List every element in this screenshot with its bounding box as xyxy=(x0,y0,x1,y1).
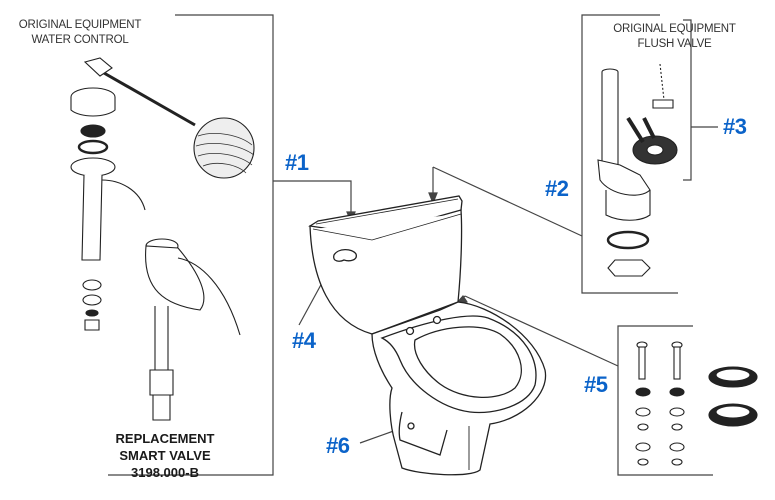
flush-valve-label-line2: FLUSH VALVE xyxy=(637,38,712,50)
water-control-label-line2: WATER CONTROL xyxy=(31,34,129,46)
flush-valve-parts xyxy=(597,63,678,277)
bolt-kit-parts xyxy=(635,341,758,466)
flush-valve-label-line1: ORIGINAL EQUIPMENT xyxy=(613,23,736,35)
flapper-bracket xyxy=(683,19,692,181)
callout-1[interactable]: #1 xyxy=(285,150,309,175)
callout-4[interactable]: #4 xyxy=(292,328,316,353)
water-control-label-line1: ORIGINAL EQUIPMENT xyxy=(18,19,142,31)
callout-3[interactable]: #3 xyxy=(723,114,747,139)
callout-6[interactable]: #6 xyxy=(326,433,350,458)
replacement-label-line1: REPLACEMENT xyxy=(115,431,215,446)
callout-5[interactable]: #5 xyxy=(584,372,608,397)
replacement-label-line2: SMART VALVE xyxy=(119,448,211,463)
flush-valve-label: ORIGINAL EQUIPMENT FLUSH VALVE xyxy=(587,22,762,52)
replacement-label-part-number: 3198.000-B xyxy=(131,465,199,480)
replacement-valve-label: REPLACEMENT SMART VALVE 3198.000-B xyxy=(95,430,235,481)
callout-2[interactable]: #2 xyxy=(545,176,569,201)
bolts-bracket xyxy=(617,325,713,476)
water-control-bracket xyxy=(108,14,274,476)
toilet-drawing xyxy=(308,195,547,476)
water-control-parts xyxy=(70,57,255,421)
flush-valve-bracket xyxy=(581,14,678,294)
water-control-label: ORIGINAL EQUIPMENT WATER CONTROL xyxy=(5,18,155,48)
